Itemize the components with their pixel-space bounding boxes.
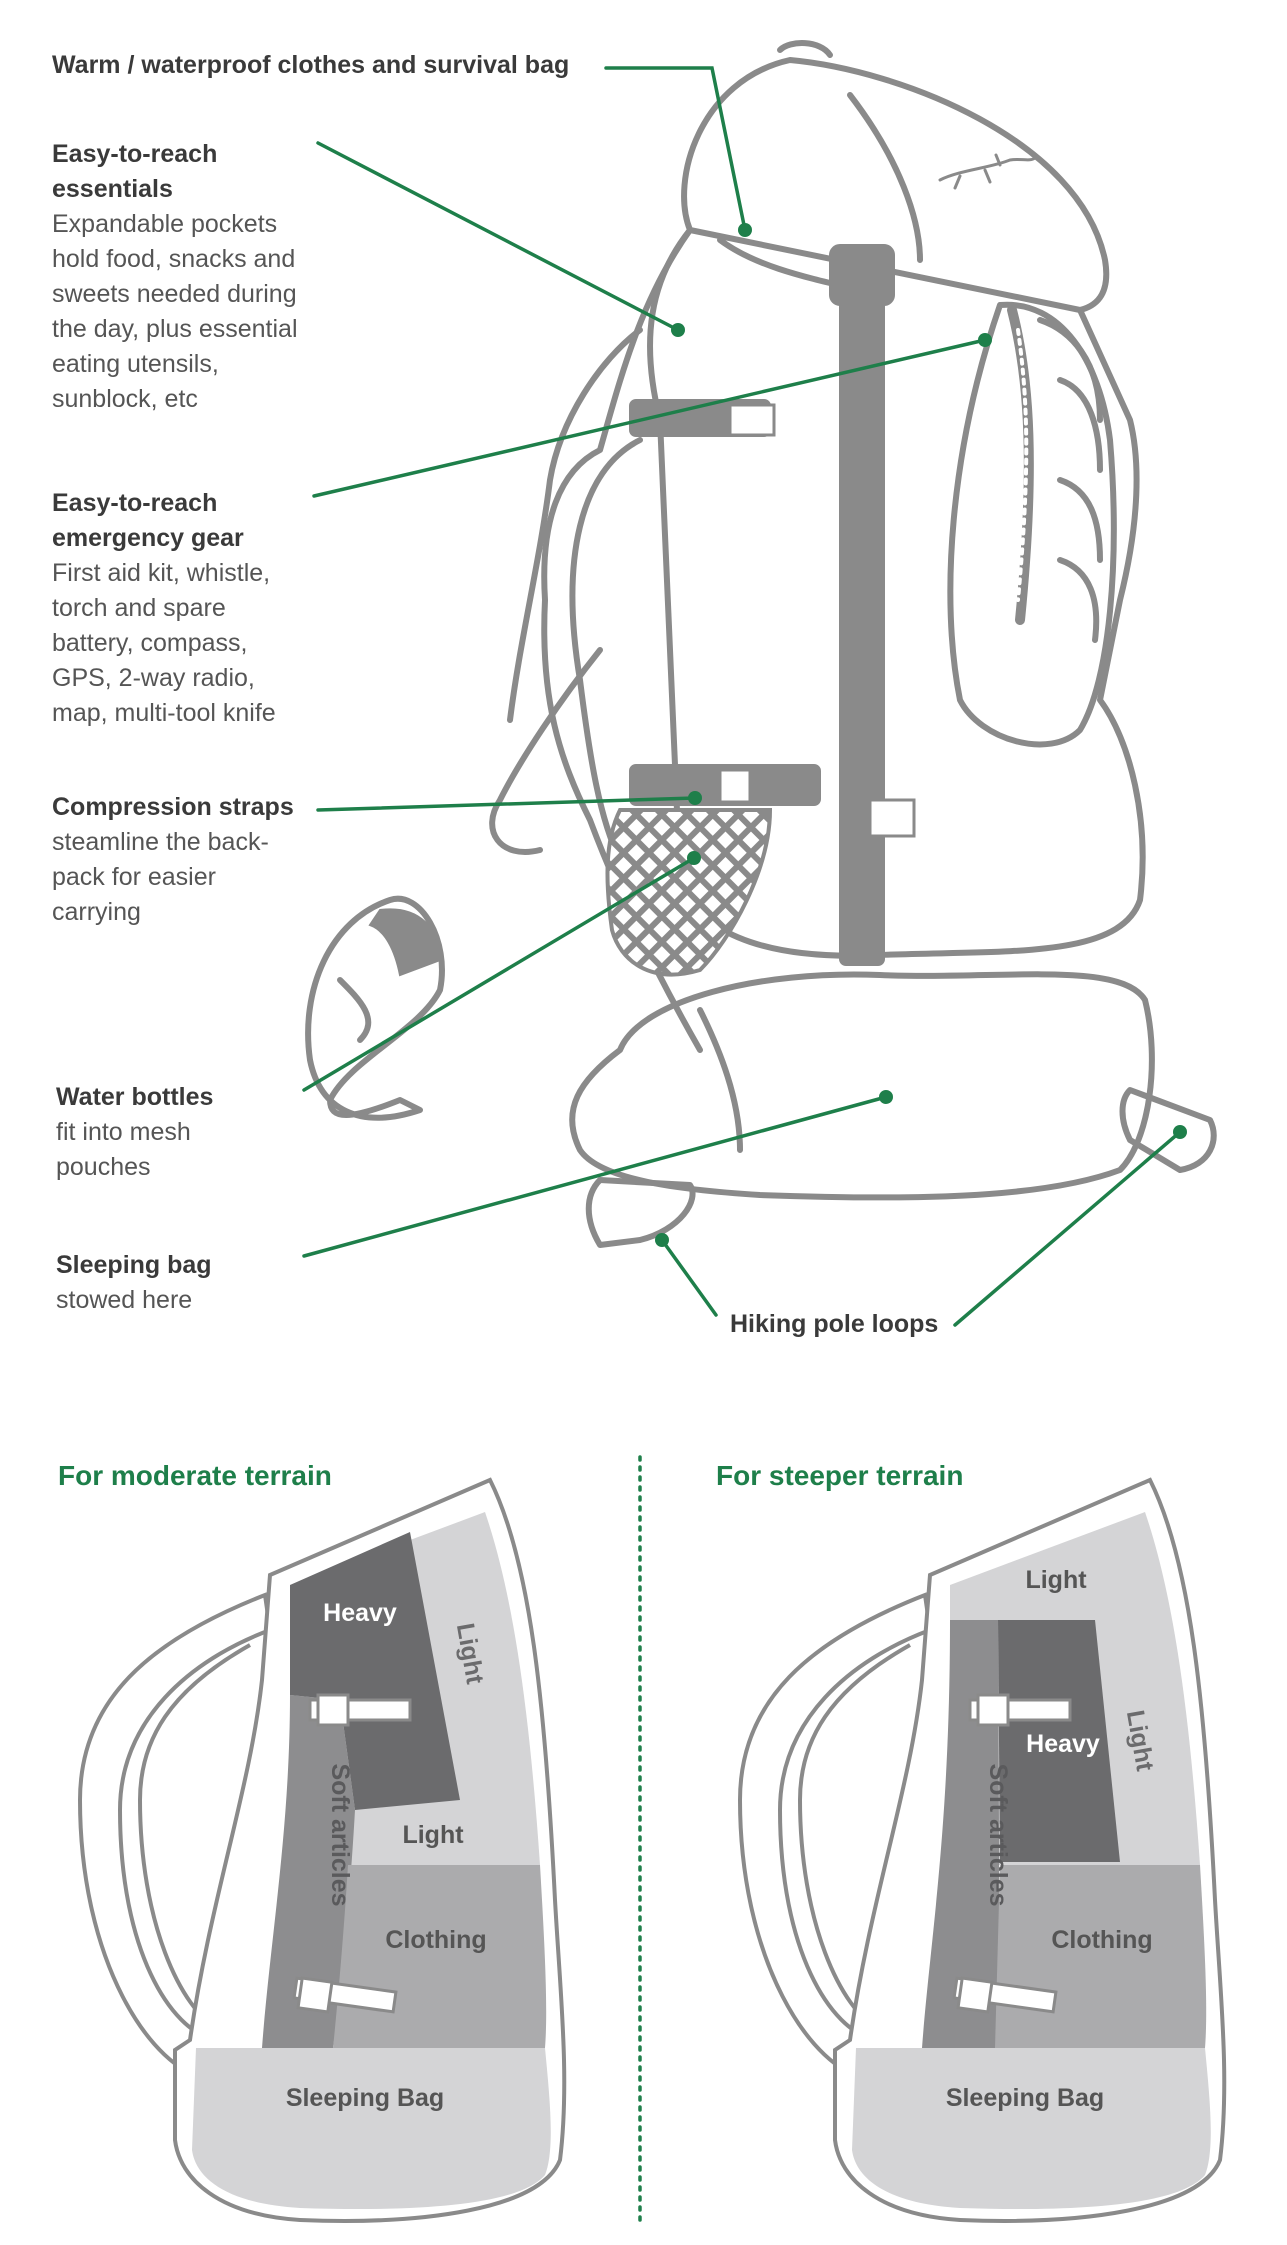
mesh-water-pouch xyxy=(605,808,773,977)
callout-desc-line: battery, compass, xyxy=(52,629,248,657)
moderate-label-soft: Soft articles xyxy=(326,1763,354,1906)
callout-desc-line: torch and spare xyxy=(52,594,226,622)
callout-title-line: Water bottles xyxy=(56,1083,214,1111)
callout-poles-title: Hiking pole loops xyxy=(730,1310,939,1338)
steeper-zone-heavy xyxy=(998,1620,1120,1862)
leader-water xyxy=(302,856,696,1092)
moderate-zone-clothing xyxy=(333,1865,547,2048)
steeper-buckle-bottom xyxy=(956,1976,994,2014)
callout-desc-line: First aid kit, whistle, xyxy=(52,559,271,587)
callout-title-line: Sleeping bag xyxy=(56,1251,212,1279)
leader-poles-right xyxy=(953,1130,1182,1327)
leader-essentials xyxy=(316,141,680,332)
moderate-buckle-bottom xyxy=(296,1976,334,2014)
compression-buckle xyxy=(718,768,752,804)
strap-buckle xyxy=(868,798,916,838)
callout-warm-title: Warm / waterproof clothes and survival b… xyxy=(52,51,570,79)
callout-warm: Warm / waterproof clothes and survival b… xyxy=(52,48,569,83)
callout-title-line: Easy-to-reach xyxy=(52,489,218,517)
hip-belt xyxy=(305,895,445,1121)
callout-emergency: Easy-to-reach emergency gear First aid k… xyxy=(52,486,332,731)
leader-compression xyxy=(316,796,697,812)
moderate-zone-soft xyxy=(262,1695,355,2048)
callout-desc-line: carrying xyxy=(52,898,141,926)
dot-emergency xyxy=(978,333,992,347)
callout-desc-line: pack for easier xyxy=(52,863,216,891)
callout-desc-line: the day, plus essential xyxy=(52,315,298,343)
backpack-top-lid xyxy=(681,57,1110,313)
dot-water xyxy=(687,851,701,865)
dot-poles-right xyxy=(1173,1125,1187,1139)
leader-warm xyxy=(604,66,747,232)
callout-desc-line: pouches xyxy=(56,1153,151,1181)
callout-sleeping: Sleeping bag stowed here xyxy=(56,1248,316,1318)
callout-desc-line: stowed here xyxy=(56,1286,193,1314)
steeper-label-light-top: Light xyxy=(1025,1566,1087,1594)
dot-compression xyxy=(688,791,702,805)
callout-compression: Compression straps steamline the back- p… xyxy=(52,790,342,930)
callout-desc-line: sunblock, etc xyxy=(52,385,198,413)
panel-title-moderate: For moderate terrain xyxy=(58,1460,332,1491)
panel-title-steeper: For steeper terrain xyxy=(716,1460,964,1491)
callout-title-line: essentials xyxy=(52,175,173,203)
callout-desc-line: map, multi-tool knife xyxy=(52,699,276,727)
steeper-label-heavy: Heavy xyxy=(1026,1730,1100,1758)
steeper-zone-clothing xyxy=(995,1865,1207,2048)
shoulder-strap xyxy=(569,437,643,863)
callout-desc-line: eating utensils, xyxy=(52,350,219,378)
top-strap-buckle xyxy=(829,244,895,306)
moderate-label-light-mid: Light xyxy=(402,1821,464,1849)
backpack-illustration xyxy=(302,40,1217,1327)
steeper-zone-sleeping xyxy=(852,2048,1211,2210)
dot-sleeping xyxy=(879,1090,893,1104)
dot-warm xyxy=(738,223,752,237)
moderate-zone-heavy xyxy=(290,1532,460,1810)
moderate-diagram xyxy=(77,1477,567,2223)
steeper-buckle-top xyxy=(976,1693,1010,1727)
moderate-label-clothing: Clothing xyxy=(385,1926,486,1954)
hiking-pole-loop-right xyxy=(1119,1087,1217,1173)
dot-essentials xyxy=(671,323,685,337)
moderate-zone-sleeping xyxy=(192,2048,551,2210)
callout-poles: Hiking pole loops xyxy=(730,1307,938,1342)
callout-desc-line: steamline the back- xyxy=(52,828,269,856)
moderate-label-heavy: Heavy xyxy=(323,1599,397,1627)
callout-desc-line: hold food, snacks and xyxy=(52,245,296,273)
callout-desc-line: Expandable pockets xyxy=(52,210,278,238)
steeper-label-soft: Soft articles xyxy=(984,1763,1012,1906)
callout-title-line: emergency gear xyxy=(52,524,244,552)
dot-poles-left xyxy=(655,1233,669,1247)
lizard-logo-icon xyxy=(938,153,1037,190)
steeper-label-sleeping: Sleeping Bag xyxy=(946,2084,1104,2112)
steeper-zone-soft xyxy=(922,1620,1000,2048)
leader-emergency xyxy=(312,338,987,498)
moderate-buckle-top xyxy=(316,1693,350,1727)
leader-sleeping xyxy=(302,1095,888,1258)
sleeping-bag-compartment xyxy=(569,971,1155,1201)
steeper-diagram xyxy=(737,1477,1227,2223)
callout-essentials: Easy-to-reach essentials Expandable pock… xyxy=(52,137,332,417)
steeper-label-clothing: Clothing xyxy=(1051,1926,1152,1954)
callout-title-line: Easy-to-reach xyxy=(52,140,218,168)
hip-belt-pad xyxy=(368,908,442,977)
leader-poles-left xyxy=(660,1238,718,1317)
callout-title-line: Compression straps xyxy=(52,793,294,821)
side-strap-buckle xyxy=(728,403,776,437)
callout-desc-line: GPS, 2-way radio, xyxy=(52,664,255,692)
callout-desc-line: fit into mesh xyxy=(56,1118,191,1146)
callout-water: Water bottles fit into mesh pouches xyxy=(56,1080,316,1185)
callout-desc-line: sweets needed during xyxy=(52,280,297,308)
moderate-label-sleeping: Sleeping Bag xyxy=(286,2084,444,2112)
hiking-pole-loop-left xyxy=(585,1177,696,1248)
